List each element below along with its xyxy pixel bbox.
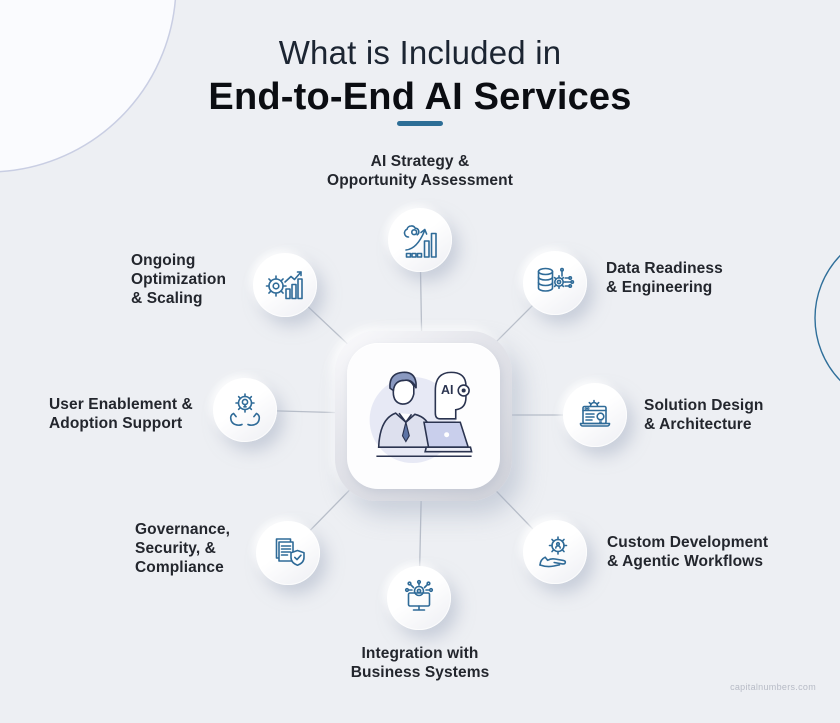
corner-arc-top-left	[0, 0, 177, 173]
node-user-enablement	[213, 378, 277, 442]
center-hub-card: AI	[335, 331, 512, 501]
label-ai-strategy: AI Strategy & Opportunity Assessment	[327, 153, 513, 189]
label-data-readiness: Data Readiness & Engineering	[606, 260, 723, 296]
monitor-gear-network-icon	[404, 579, 434, 611]
title-underline	[397, 121, 443, 126]
node-integration	[387, 566, 451, 630]
robot-head-icon	[434, 371, 470, 420]
title-line-2: End-to-End AI Services	[208, 76, 632, 118]
database-gear-circuit-icon	[537, 267, 575, 292]
hand-holding-gear-icon	[539, 536, 568, 568]
documents-shield-check-icon	[275, 538, 305, 566]
label-solution-design: Solution Design & Architecture	[644, 397, 764, 433]
gear-bar-chart-growth-icon	[265, 271, 303, 300]
node-governance	[256, 521, 320, 585]
label-integration: Integration with Business Systems	[350, 645, 490, 681]
label-ongoing-optimization: Ongoing Optimization & Scaling	[131, 252, 227, 307]
consultant-ai-illustration: AI	[369, 371, 473, 464]
hands-gear-bulb-icon	[229, 393, 261, 426]
label-custom-development: Custom Development & Agentic Workflows	[607, 534, 769, 570]
label-user-enablement: User Enablement & Adoption Support	[49, 396, 193, 432]
ai-badge-text: AI	[441, 383, 453, 397]
label-governance: Governance, Security, & Compliance	[135, 521, 231, 576]
node-ongoing-optimization	[253, 253, 317, 317]
laptop-blueprint-bulb-icon	[579, 399, 611, 427]
brain-growth-chart-icon	[403, 225, 437, 258]
node-solution-design	[563, 383, 627, 447]
watermark-text: capitalnumbers.com	[730, 682, 816, 692]
laptop-icon	[422, 421, 473, 453]
page-title: What is Included in End-to-End AI Servic…	[0, 34, 840, 119]
node-custom-development	[523, 520, 587, 584]
node-data-readiness	[523, 251, 587, 315]
corner-arc-right	[814, 254, 840, 382]
node-ai-strategy	[388, 208, 452, 272]
title-line-1: What is Included in	[278, 34, 562, 71]
consultant-figure	[377, 371, 442, 448]
center-hub-card-inner: AI	[347, 343, 500, 489]
